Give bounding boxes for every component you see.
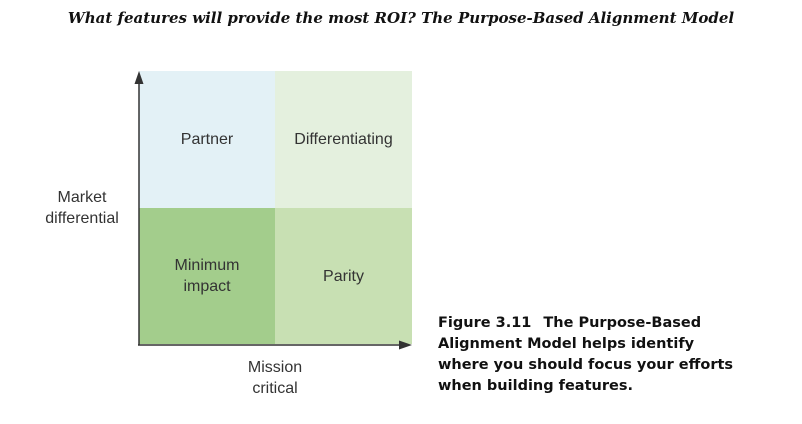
y-axis-label: Market differential	[45, 189, 119, 227]
x-axis-arrowhead	[399, 340, 412, 350]
quadrant-parity: Parity	[275, 208, 412, 344]
quadrant-label-parity: Parity	[323, 267, 364, 285]
x-axis-label: Mission critical	[247, 359, 303, 397]
quadrant-minimum-impact: Minimum impact	[139, 208, 275, 344]
y-axis-arrowhead	[134, 71, 144, 84]
quadrant-partner: Partner	[139, 71, 275, 208]
figure-title: What features will provide the most ROI?…	[67, 9, 735, 27]
figure-number: Figure 3.11	[438, 315, 532, 331]
quadrant-label-partner: Partner	[180, 131, 234, 148]
quadrant-label-minimum-impact: Minimum impact	[174, 257, 240, 295]
caption-text: The Purpose-Based Alignment Model helps …	[438, 315, 734, 394]
quadrant-differentiating: Differentiating	[275, 71, 412, 208]
quadrant-label-differentiating: Differentiating	[294, 131, 393, 148]
